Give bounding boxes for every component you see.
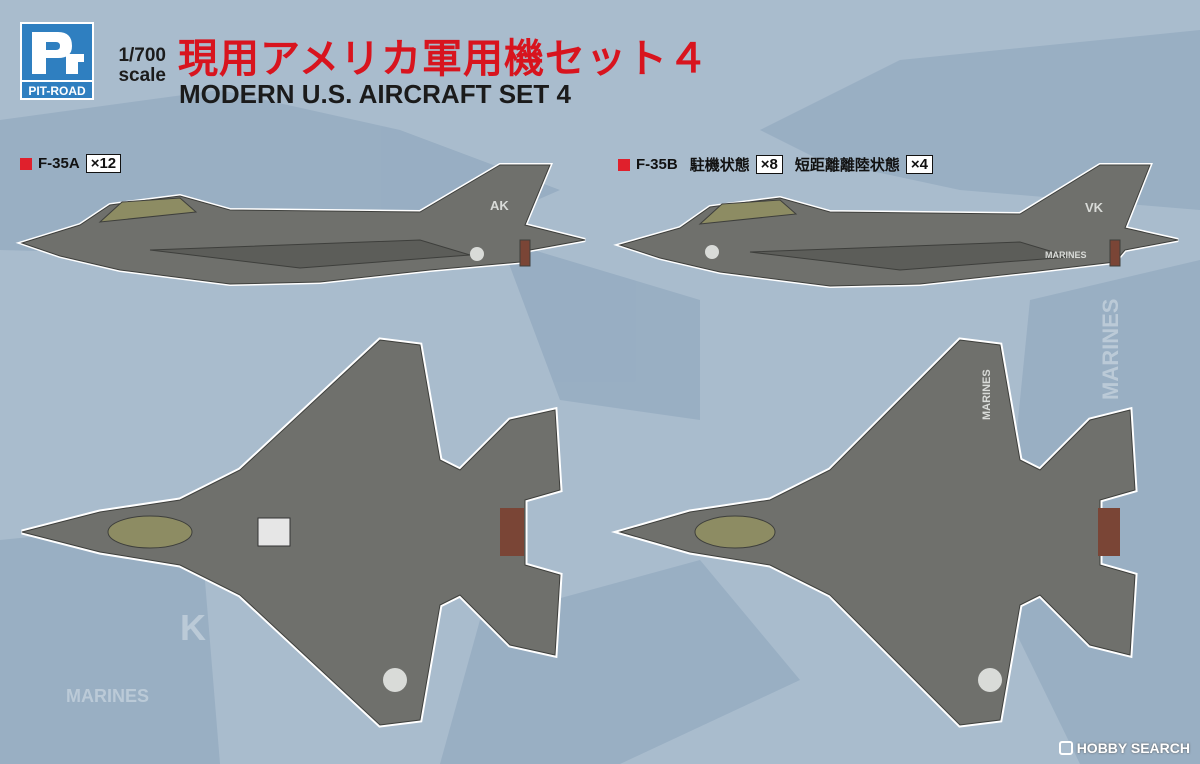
bg-silhouette-mid (500, 240, 700, 420)
logo-pr-icon (32, 32, 84, 74)
f35b-side-insignia (705, 245, 719, 259)
title-english: MODERN U.S. AIRCRAFT SET 4 (179, 79, 571, 109)
bg-silhouette-upper-right (760, 30, 1200, 210)
bg-letter: K (180, 607, 206, 648)
label-f35b-qty-stol: ×4 (905, 155, 933, 174)
watermark-text: HOBBY SEARCH (1076, 740, 1190, 756)
label-f35b-name: F-35B (636, 156, 678, 173)
label-f35b: F-35B 駐機状態 ×8 短距離離陸状態 ×4 (618, 154, 933, 175)
red-square-icon (618, 158, 630, 171)
label-f35b-variant-stol: 短距離離陸状態 (794, 157, 900, 174)
f35b-top-view: MARINES (610, 337, 1138, 728)
label-f35a: F-35A ×12 (20, 154, 122, 173)
scale-ratio: 1/700 (118, 45, 166, 66)
f35b-top-canopy (694, 515, 776, 549)
label-f35b-variant-parked: 駐機状態 (689, 157, 750, 174)
logo-text: PIT-ROAD (20, 82, 94, 100)
f35b-wing-marines: MARINES (981, 369, 993, 420)
pit-road-logo: PIT-ROAD (20, 22, 94, 102)
hobby-search-icon (1058, 741, 1073, 755)
f35a-top-canopy (107, 515, 193, 549)
logo-mark (20, 22, 94, 82)
f35b-tail-code: VK (1085, 200, 1104, 215)
f35a-top-view (21, 337, 563, 728)
f35a-side-insignia (470, 247, 484, 261)
f35a-tail-code: AK (490, 198, 509, 213)
f35b-side-marines: MARINES (1045, 250, 1087, 260)
bg-silhouette-lower-left (0, 520, 220, 764)
title-japanese: 現用アメリカ軍用機セット４ (178, 36, 709, 82)
label-f35a-qty: ×12 (85, 154, 122, 173)
bg-marines-text-1: MARINES (66, 686, 149, 706)
f35b-side-canopy (698, 199, 798, 225)
f35a-top-insignia (383, 668, 407, 692)
label-f35b-qty-parked: ×8 (755, 155, 783, 174)
watermark: HOBBY SEARCH (1058, 740, 1190, 756)
label-f35a-name: F-35A (38, 155, 80, 172)
f35a-side-canopy (98, 197, 198, 223)
f35b-side-view: VK MARINES (613, 163, 1179, 289)
scale-label: 1/700 scale (100, 46, 166, 86)
bg-marines-text-2: MARINES (1098, 299, 1123, 400)
scale-word: scale (118, 65, 166, 86)
f35b-top-insignia (978, 668, 1002, 692)
f35a-side-view: AK (15, 163, 586, 287)
red-square-icon (20, 157, 32, 170)
